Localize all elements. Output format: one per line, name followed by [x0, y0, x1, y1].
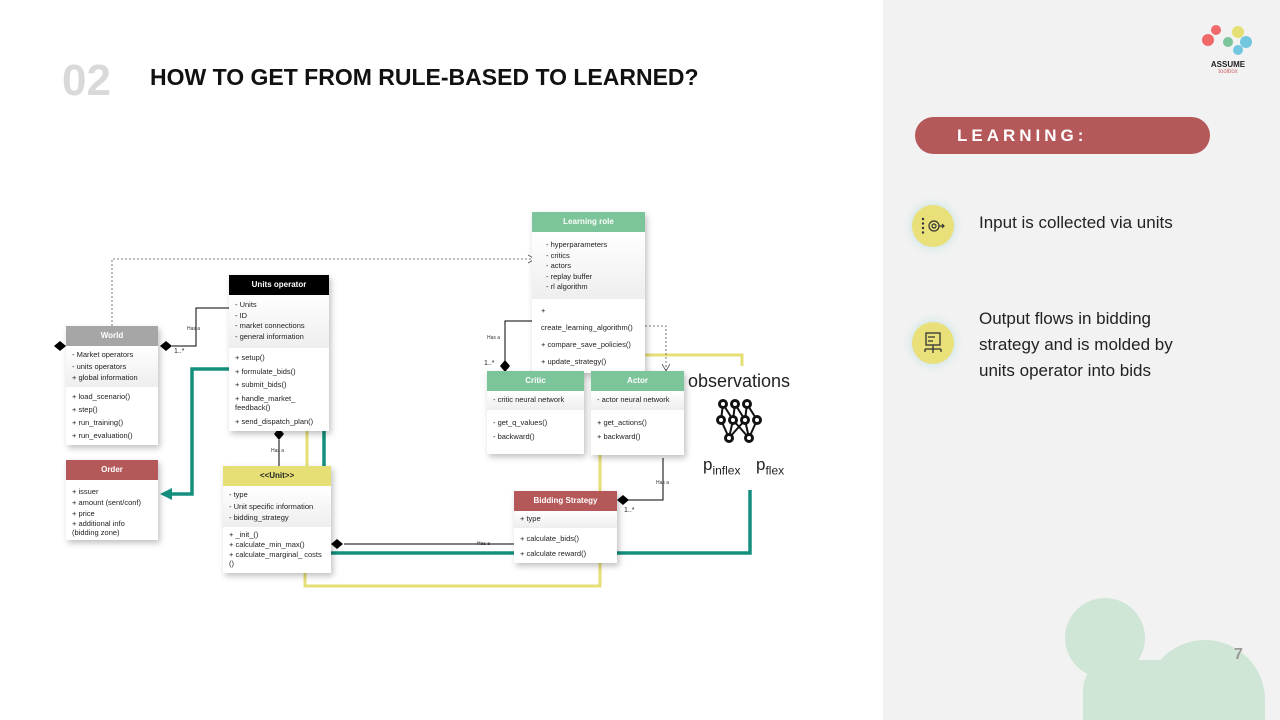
attribute: - replay buffer — [546, 271, 593, 281]
attribute: - Units — [235, 300, 257, 309]
attribute: - Unit specific information — [229, 501, 314, 511]
method: - get_q_values() — [493, 417, 548, 427]
target-input-icon — [912, 205, 954, 247]
class-title: Actor — [591, 371, 684, 391]
method: + calculate_bids() — [520, 533, 579, 543]
bidding-strategy-class: Bidding Strategy + type + calculate_bids… — [514, 491, 617, 563]
logo-name: ASSUME — [1210, 60, 1246, 69]
method: + step() — [72, 404, 98, 414]
method: + calculate_min_max() — [229, 539, 305, 549]
method: + _init_() — [229, 529, 259, 539]
has-a-label: Has a — [271, 448, 285, 454]
method: + run_evaluation() — [72, 430, 133, 440]
p-base: p — [756, 455, 766, 474]
order-class: Order + issuer + amount (sent/conf) + pr… — [66, 460, 158, 540]
p-flex-label: pflex — [756, 455, 784, 477]
method: + handle_market_ feedback() — [235, 393, 296, 413]
world-class: World - Market operators - units operato… — [66, 326, 158, 445]
method: - backward() — [493, 431, 535, 441]
method: + update_strategy() — [541, 356, 607, 366]
method: + send_dispatch_plan() — [235, 416, 314, 426]
class-title: Learning role — [532, 212, 645, 232]
server-output-icon — [912, 322, 954, 364]
attribute: + amount (sent/conf) — [72, 498, 141, 507]
has-a-label: Has a — [477, 541, 491, 547]
logo-sub: toolbox — [1218, 69, 1238, 75]
attribute: - market connections — [235, 321, 305, 330]
method: + submit_bids() — [235, 380, 287, 389]
attribute: + type — [520, 514, 541, 523]
page-number: 7 — [1234, 646, 1243, 663]
class-title: Critic — [487, 371, 584, 391]
method: + calculate reward() — [520, 548, 587, 558]
sidebar-item-text: Output flows in bidding strategy and is … — [979, 309, 1173, 380]
attribute: - actor neural network — [597, 395, 670, 404]
attribute: - actors — [546, 261, 572, 270]
has-a-label: Has a — [487, 335, 501, 341]
method: + get_actions() — [597, 417, 647, 427]
decor-blob — [1083, 660, 1203, 720]
attribute: + issuer — [72, 487, 99, 496]
class-title: Units operator — [229, 275, 329, 295]
attribute: + additional info (bidding zone) — [72, 519, 125, 537]
method: + backward() — [597, 431, 641, 441]
attribute: - units operators — [72, 361, 127, 371]
class-title: Bidding Strategy — [514, 491, 617, 511]
observations-label: observations — [688, 371, 791, 391]
has-a-label: Has a — [187, 326, 201, 332]
sidebar-item-text: Input is collected via units — [979, 213, 1173, 232]
method: + load_scenario() — [72, 391, 131, 401]
attribute: + global information — [72, 373, 138, 382]
method: + compare_save_policies() — [541, 339, 631, 349]
assume-logo: ASSUME toolbox — [1198, 22, 1258, 76]
actor-class: Actor - actor neural network + get_actio… — [591, 371, 684, 455]
p-inflex-label: pinflex — [703, 455, 740, 477]
section-number: 02 — [62, 56, 111, 105]
neural-network-icon — [716, 399, 762, 443]
p-sub: flex — [765, 463, 785, 478]
class-title: <<Unit>> — [223, 466, 331, 486]
method: + formulate_bids() — [235, 366, 296, 376]
method: + setup() — [235, 353, 265, 362]
p-sub: inflex — [712, 463, 741, 478]
attribute: - hyperparameters — [546, 240, 608, 249]
class-title: Order — [66, 460, 158, 480]
critic-class: Critic - critic neural network - get_q_v… — [487, 371, 584, 454]
attribute: - critics — [546, 250, 570, 260]
attribute: - bidding_strategy — [229, 513, 289, 522]
multiplicity-label: 1..* — [624, 507, 635, 514]
method: + run_training() — [72, 417, 124, 427]
attribute: + price — [72, 509, 95, 518]
unit-class: <<Unit>> - type - Unit specific informat… — [223, 466, 331, 573]
attribute: - rl algorithm — [546, 282, 588, 291]
has-a-label: Has a — [656, 480, 670, 486]
p-base: p — [703, 455, 713, 474]
units-operator-class: Units operator - Units - ID - market con… — [229, 275, 329, 431]
attribute: - type — [229, 490, 248, 499]
slide-title: HOW TO GET FROM RULE-BASED TO LEARNED? — [150, 64, 699, 90]
multiplicity-label: 1..* — [484, 360, 495, 367]
method: + calculate_marginal_ costs () — [229, 549, 322, 568]
learning-pill: LEARNING: — [915, 117, 1210, 154]
attribute: - general information — [235, 331, 304, 341]
attribute: - ID — [235, 310, 248, 320]
attribute: - critic neural network — [493, 395, 565, 404]
logo-mark-icon — [1202, 25, 1252, 55]
class-title: World — [66, 326, 158, 346]
method: + create_learning_algorithm() — [541, 305, 633, 332]
learning-role-class: Learning role - hyperparameters - critic… — [532, 212, 645, 373]
multiplicity-label: 1..* — [174, 348, 185, 355]
attribute: - Market operators — [72, 350, 134, 359]
